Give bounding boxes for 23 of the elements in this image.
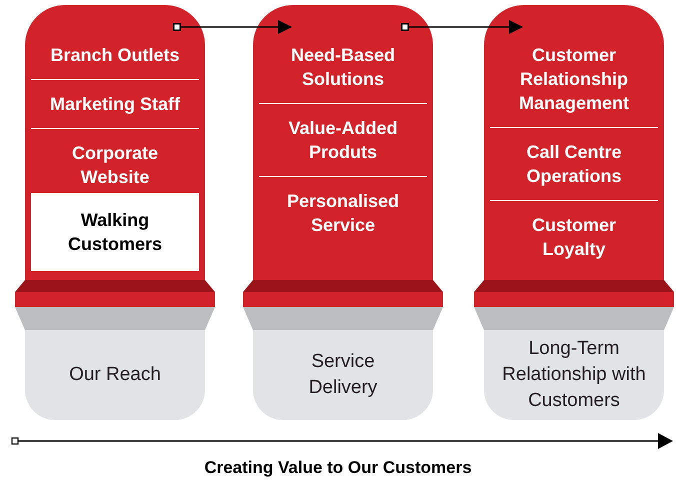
item-label: Branch Outlets xyxy=(49,44,181,67)
item-label: Value-Added Produts xyxy=(287,117,399,164)
pillar-panel xyxy=(253,5,433,280)
highlight-box xyxy=(31,193,199,271)
item-label: Personalised Service xyxy=(286,190,400,237)
stage-label: Our Reach xyxy=(69,363,161,387)
stage-label: Long-Term Relationship with Customers xyxy=(501,337,647,413)
arrow xyxy=(401,20,523,34)
arrow xyxy=(173,20,292,34)
pillar-panel xyxy=(25,5,205,280)
stage-label: Service Delivery xyxy=(308,350,378,400)
item-label: Marketing Staff xyxy=(48,93,182,116)
stage-box xyxy=(253,330,433,420)
stage-box xyxy=(25,330,205,420)
item-label: Walking Customers xyxy=(66,209,164,256)
item-label: Customer Loyalty xyxy=(530,214,617,261)
item-label: Customer Relationship Management xyxy=(518,44,630,115)
item-label: Corporate Website xyxy=(70,142,159,189)
item-label: Need-Based Solutions xyxy=(290,44,396,91)
item-label: Call Centre Operations xyxy=(525,141,623,188)
pillar-panel xyxy=(484,5,664,280)
stage-box xyxy=(484,330,664,420)
caption: Creating Value to Our Customers xyxy=(204,457,472,479)
